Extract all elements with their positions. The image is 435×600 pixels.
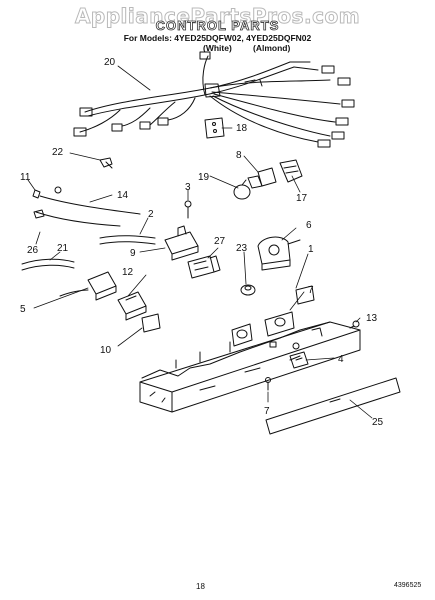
callout-22: 22 (52, 147, 64, 158)
sensor-cable (32, 186, 141, 227)
document-number: 4396525 (394, 582, 422, 589)
part-12-switch (117, 291, 147, 321)
callout-numbers: 20 18 22 8 17 19 3 11 14 2 6 27 23 1 9 2… (20, 57, 384, 428)
lamp-assembly (233, 159, 303, 200)
callout-17: 17 (296, 193, 308, 204)
part-21-tube (21, 258, 75, 271)
callout-11: 11 (20, 172, 31, 183)
callout-7-upper: 7 (308, 285, 314, 296)
callout-2: 2 (148, 209, 154, 220)
callout-20: 20 (104, 57, 116, 68)
callout-6: 6 (306, 220, 312, 231)
callout-8: 8 (236, 150, 242, 161)
part-23-knob (240, 284, 256, 296)
part-4-bracket (289, 351, 309, 369)
part-9-bracket (164, 225, 199, 261)
callout-26: 26 (27, 245, 39, 256)
diagram-title: CONTROL PARTS (155, 18, 280, 34)
callout-13: 13 (366, 313, 378, 324)
callout-4: 4 (338, 354, 344, 365)
callout-12: 12 (122, 267, 134, 278)
part-6-thermostat (257, 236, 301, 271)
variant-almond: (Almond) (253, 43, 291, 53)
part-13-screw (349, 320, 360, 329)
wiring-harness (73, 51, 355, 148)
callout-3: 3 (185, 182, 191, 193)
part-18-plate (204, 117, 225, 139)
callout-1: 1 (308, 244, 314, 255)
callout-25: 25 (372, 417, 384, 428)
callout-21: 21 (57, 243, 69, 254)
part-2-tube (99, 235, 156, 245)
part-7-screw (265, 377, 271, 391)
model-numbers: For Models: 4YED25DQFW02, 4YED25DQFN02 (123, 33, 312, 43)
callout-5: 5 (20, 304, 26, 315)
callout-19: 19 (198, 172, 210, 183)
watermark: AppliancePartsPros.com (74, 4, 361, 29)
leader-lines (27, 65, 373, 419)
callout-7-lower: 7 (264, 406, 270, 417)
part-22-clip (99, 157, 113, 169)
variant-white: (White) (203, 43, 232, 53)
part-27-control (187, 255, 221, 279)
part-1-control-housing (139, 285, 361, 413)
part-5-switch (59, 271, 117, 301)
part-25-trim-strip (265, 377, 401, 435)
callout-27: 27 (214, 236, 226, 247)
callout-18: 18 (236, 123, 248, 134)
callout-10: 10 (100, 345, 112, 356)
part-10-label (141, 313, 161, 333)
callout-9: 9 (130, 248, 136, 259)
part-3-screw (184, 200, 192, 219)
callout-14: 14 (117, 190, 129, 201)
callout-23: 23 (236, 243, 248, 254)
page-number: 18 (196, 582, 205, 591)
